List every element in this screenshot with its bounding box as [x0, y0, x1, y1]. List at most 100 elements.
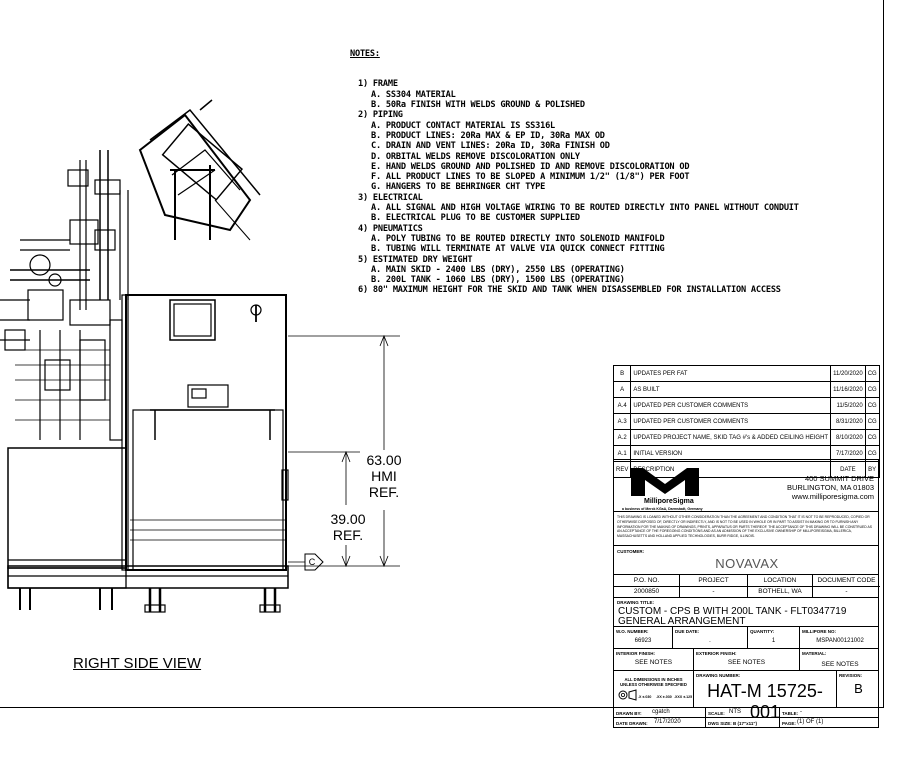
rev-by-cell: CG [864, 381, 880, 398]
note-line: 3) ELECTRICAL [358, 192, 423, 203]
rev-cell: A.4 [612, 397, 632, 414]
due-label: DUE DATE: [675, 629, 700, 634]
note-line: B. 50Ra FINISH WITH WELDS GROUND & POLIS… [371, 100, 585, 111]
po-row-sep-3 [812, 575, 813, 598]
drawing-title-line1: CUSTOM - CPS B WITH 200L TANK - FLT03477… [618, 606, 847, 617]
view-label: RIGHT SIDE VIEW [73, 655, 202, 672]
company-address: 400 SUMMIT DRIVE BURLINGTON, MA 01803 ww… [787, 474, 874, 501]
rev-cell: B [612, 365, 632, 382]
date-row: DATE DRAWN: 7/17/2020 DWG SIZE: B (17"x1… [613, 717, 879, 728]
drawn-row-sep-1 [705, 708, 706, 718]
drawing-number-row: ALL DIMENSIONS IN INCHES UNLESS OTHERWIS… [613, 670, 879, 722]
note-line: E. HAND WELDS GROUND AND POLISHED ID AND… [371, 161, 690, 172]
dwg-row-sep-2 [836, 671, 837, 708]
note-line: A. ALL SIGNAL AND HIGH VOLTAGE WIRING TO… [371, 203, 799, 214]
note-line: D. ORBITAL WELDS REMOVE DISCOLORATION ON… [371, 151, 580, 162]
finish-row-sep-1 [693, 649, 694, 671]
rev-date-cell: 11/20/2020 [830, 365, 866, 382]
dimension-ref: 39.00 REF. [318, 511, 378, 543]
due-value: . [709, 638, 711, 644]
callout-c-label: C [308, 557, 316, 567]
document-code-header: DOCUMENT CODE [817, 577, 876, 584]
tolerance-3: .XXX ±.125 [674, 695, 693, 699]
dimension-hmi-ref: REF. [368, 484, 400, 500]
rev-cell: A.2 [612, 429, 632, 446]
date-drawn-value: 7/17/2020 [654, 719, 681, 725]
customer-box: CUSTOMER: NOVAVAX [613, 545, 879, 575]
location-header: LOCATION [763, 577, 797, 584]
note-line: 2) PIPING [358, 110, 403, 121]
millipore-no-label: MILLIPORE NO: [802, 629, 836, 634]
tolerance-2: .XX ±.030 [656, 695, 672, 699]
milliporesigma-logo-icon [631, 468, 699, 496]
page-value: (1) OF (1) [797, 719, 824, 725]
note-line: A. PRODUCT CONTACT MATERIAL IS SS316L [371, 120, 556, 131]
exterior-finish-label: EXTERIOR FINISH: [696, 651, 737, 656]
sheet-border-bottom [0, 707, 884, 708]
note-line: B. PRODUCT LINES: 20Ra MAX & EP ID, 30Ra… [371, 130, 605, 141]
rev-description-cell: UPDATED PER CUSTOMER COMMENTS [630, 413, 832, 430]
rev-by-cell: CG [864, 429, 880, 446]
tolerance-1: .X ±.030 [638, 695, 652, 699]
customer-label: CUSTOMER: [617, 549, 645, 554]
rev-by-cell: CG [864, 413, 880, 430]
disclaimer-text: THIS DRAWING IS LOANED WITHOUT OTHER CON… [617, 515, 873, 539]
drawing-title-box: DRAWING TITLE: CUSTOM - CPS B WITH 200L … [613, 597, 879, 627]
third-angle-projection-icon [618, 689, 637, 701]
exterior-finish-value: SEE NOTES [727, 659, 766, 666]
sheet-border-right [883, 0, 884, 708]
rev-description-cell: UPDATED PROJECT NAME, SKID TAG #'s & ADD… [630, 429, 832, 446]
qty-label: QUANTITY: [750, 629, 775, 634]
wo-row-sep-2 [747, 627, 748, 649]
po-row: P.O. NO. PROJECT LOCATION DOCUMENT CODE … [613, 574, 880, 598]
company-website: www.milliporesigma.com [791, 492, 874, 501]
scale-value: NTS [729, 709, 741, 715]
drawn-by-value: cgatch [652, 709, 670, 715]
drawn-row-sep-2 [779, 708, 780, 718]
note-line: C. DRAIN AND VENT LINES: 20Ra ID, 30Ra F… [371, 141, 610, 152]
drawn-by-label: DRAWN BY: [616, 711, 642, 716]
dimension-ref-value: 39.00 [330, 511, 366, 527]
rev-description-cell: UPDATES PER FAT [630, 365, 832, 382]
note-line: 6) 80" MAXIMUM HEIGHT FOR THE SKID AND T… [358, 285, 781, 296]
company-subline: a business of Merck KGaA, Darmstadt, Ger… [622, 507, 703, 511]
wo-label: W.O. NUMBER: [616, 629, 649, 634]
rev-cell: A.1 [612, 445, 632, 462]
note-line: B. TUBING WILL TERMINATE AT VALVE VIA QU… [371, 244, 665, 255]
wo-value: 66923 [634, 638, 652, 644]
po-value: 2000850 [633, 588, 660, 595]
document-code-value: - [845, 588, 848, 595]
drawing-title-label: DRAWING TITLE: [617, 600, 654, 605]
wo-row-sep-3 [799, 627, 800, 649]
dimension-ref-label: REF. [332, 527, 364, 543]
dimension-hmi-label: HMI [371, 468, 397, 484]
project-header: PROJECT [698, 577, 729, 584]
po-row-sep-1 [679, 575, 680, 598]
dimension-hmi: 63.00 HMI REF. [352, 452, 416, 500]
project-value: - [712, 588, 715, 595]
drawing-size-label: DWG SIZE: B (17"x11") [708, 721, 758, 726]
note-line: B. 200L TANK - 1060 LBS (DRY), 1500 LBS … [371, 275, 625, 286]
rev-by-cell: CG [864, 397, 880, 414]
note-line: F. ALL PRODUCT LINES TO BE SLOPED A MINI… [371, 172, 690, 183]
qty-value: 1 [771, 638, 776, 644]
note-line: 4) PNEUMATICS [358, 223, 423, 234]
rev-description-cell: UPDATED PER CUSTOMER COMMENTS [630, 397, 832, 414]
dwg-row-sep-1 [693, 671, 694, 708]
rev-date-cell: 11/16/2020 [830, 381, 866, 398]
scale-label: SCALE: [708, 711, 725, 716]
revision-value: B [854, 681, 863, 696]
note-line: B. ELECTRICAL PLUG TO BE CUSTOMER SUPPLI… [371, 213, 580, 224]
date-row-sep-1 [705, 718, 706, 728]
tolerance-line1: ALL DIMENSIONS IN INCHES [624, 677, 683, 682]
